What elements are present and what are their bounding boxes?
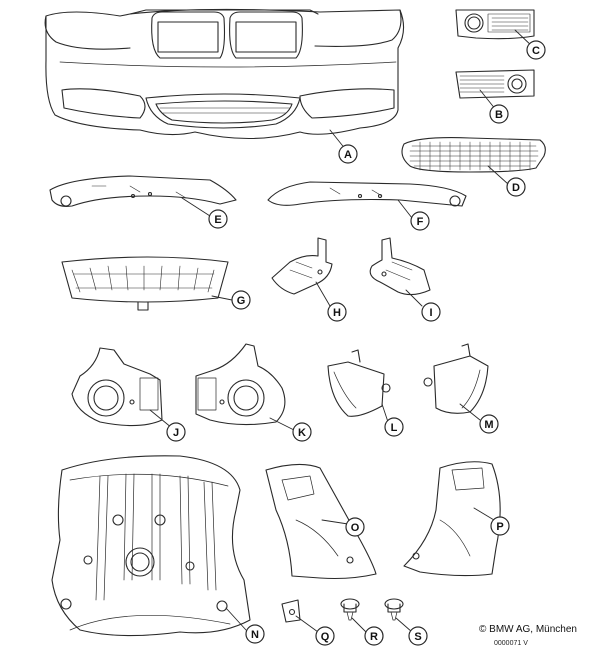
part-d-center-grille: [401, 137, 546, 173]
part-o-left-arch-liner: [265, 463, 377, 580]
callout-k-label: K: [298, 427, 306, 439]
figure-number: 0000071 V: [494, 640, 528, 647]
part-p-right-arch-liner: [403, 461, 501, 577]
callout-c: C: [526, 40, 546, 60]
part-h-left-bracket: [271, 237, 333, 295]
callout-r-label: R: [370, 631, 378, 643]
callout-n: N: [245, 624, 265, 644]
callout-s-label: S: [414, 631, 421, 643]
callout-q-label: Q: [321, 631, 330, 643]
callout-r: R: [364, 626, 384, 646]
part-r-screw: [340, 598, 360, 621]
part-q-clip: [281, 599, 301, 623]
callout-n-label: N: [251, 629, 259, 641]
callout-k: K: [292, 422, 312, 442]
callout-a-label: A: [344, 149, 352, 161]
part-i-right-bracket: [369, 237, 431, 296]
callout-s: S: [408, 626, 428, 646]
callout-e: E: [208, 209, 228, 229]
part-l-left-fog-lamp: [327, 349, 391, 417]
callout-f: F: [410, 211, 430, 231]
callout-l: L: [384, 417, 404, 437]
callout-o: O: [345, 517, 365, 537]
callout-m: M: [479, 414, 499, 434]
part-f-right-bracket: [267, 181, 467, 207]
part-a-bumper-cover: [44, 8, 405, 139]
callout-d: D: [506, 177, 526, 197]
part-m-right-fog-lamp: [423, 343, 489, 414]
callout-m-label: M: [484, 419, 493, 431]
callout-q: Q: [315, 626, 335, 646]
callout-p: P: [490, 516, 510, 536]
callout-b-label: B: [495, 109, 503, 121]
callout-c-label: C: [532, 45, 540, 57]
callouts: A C B D E F G H I J K L M N O P Q R S: [166, 40, 546, 646]
callout-o-label: O: [351, 522, 360, 534]
callout-d-label: D: [512, 182, 520, 194]
callout-j: J: [166, 422, 186, 442]
callout-j-label: J: [173, 427, 179, 439]
callout-b: B: [489, 104, 509, 124]
part-j-left-fog-housing: [71, 347, 163, 427]
part-c-fog-trim: [455, 9, 535, 40]
callout-a: A: [338, 144, 358, 164]
leader-lines: [149, 29, 535, 633]
callout-f-label: F: [417, 216, 424, 228]
callout-h: H: [327, 302, 347, 322]
part-g-carrier: [61, 256, 229, 311]
callout-g-label: G: [237, 295, 246, 307]
callout-i-label: I: [429, 307, 432, 319]
part-s-screw: [384, 598, 404, 621]
callout-e-label: E: [214, 214, 221, 226]
callout-i: I: [421, 302, 441, 322]
copyright-notice: © BMW AG, München: [479, 624, 577, 635]
part-n-underbody-shield: [51, 455, 251, 637]
callout-l-label: L: [391, 422, 398, 434]
part-k-right-fog-housing: [195, 343, 286, 426]
callout-g: G: [231, 290, 251, 310]
part-b-side-grille: [455, 69, 535, 99]
callout-h-label: H: [333, 307, 341, 319]
part-e-left-bracket: [49, 175, 237, 207]
callout-p-label: P: [496, 521, 503, 533]
